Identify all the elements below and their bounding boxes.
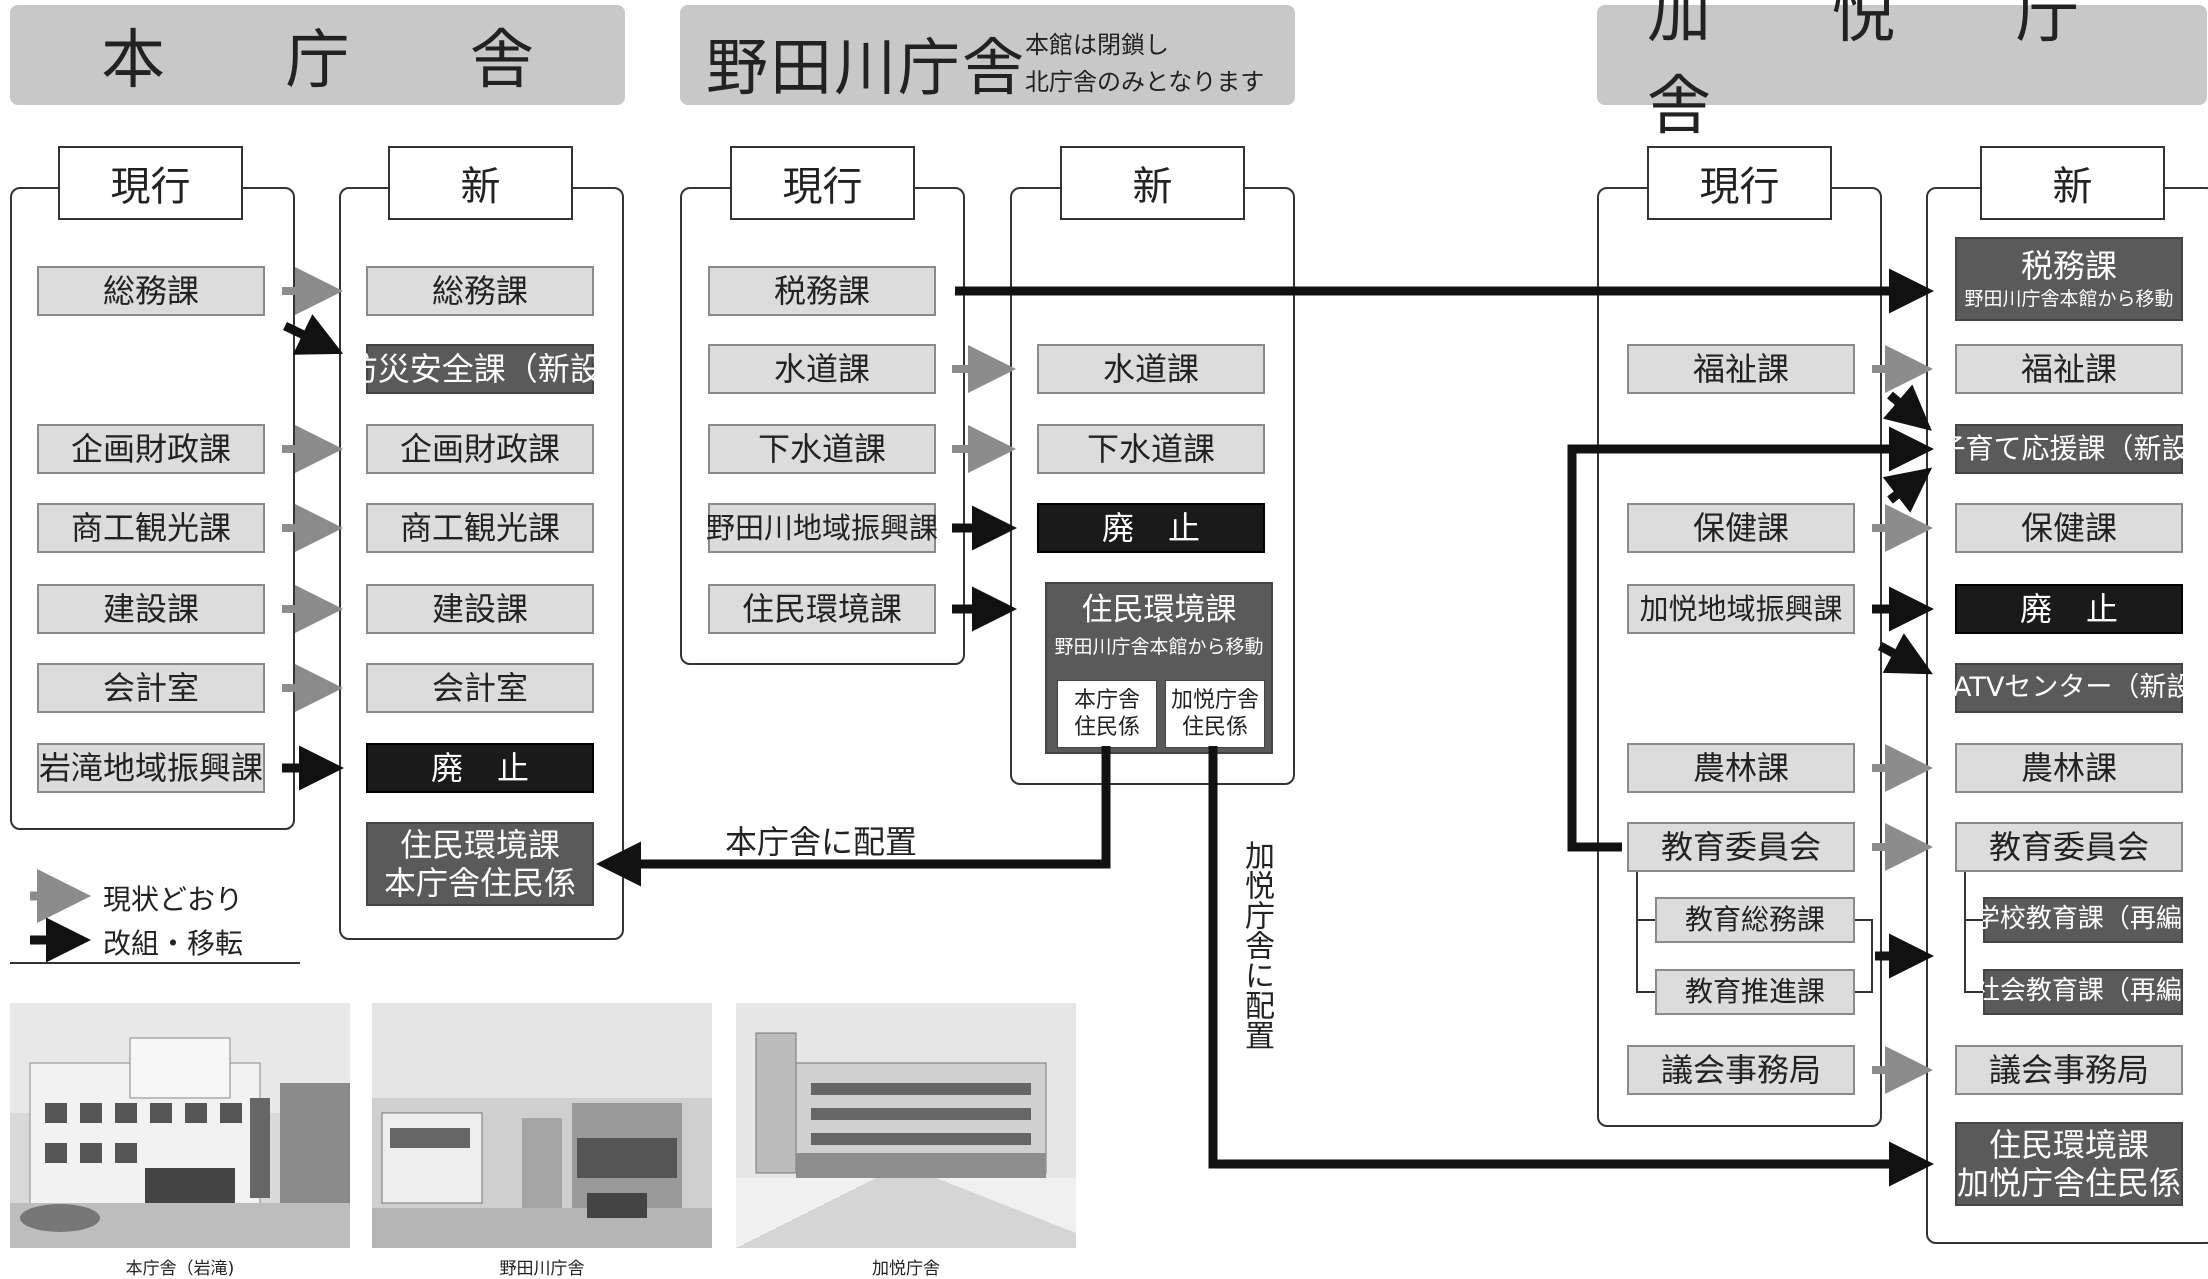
header-nodagawa-title: 野田川庁舎	[706, 31, 1027, 104]
kaya-new-norin: 農林課	[1955, 743, 2183, 793]
honchosha-new-kaikei: 会計室	[366, 663, 594, 713]
tab-honchosha-new: 新	[388, 146, 573, 220]
nodagawa-current-shinko: 野田川地域振興課	[706, 503, 938, 553]
arrow-jumin-kaya	[1208, 746, 1934, 1187]
nodagawa-new-jumin-kaya: 加悦庁舎 住民係	[1165, 680, 1265, 748]
kaya-new-kosodate: 子育て応援課（新設)	[1938, 424, 2200, 474]
kaya-new-gikai: 議会事務局	[1955, 1045, 2183, 1095]
honchosha-current-shoko: 商工観光課	[37, 503, 265, 553]
honchosha-current-kaikei: 会計室	[37, 663, 265, 713]
kaya-current-kyoiku-suishin: 教育推進課	[1655, 969, 1855, 1015]
kaya-current-kyoiku: 教育委員会	[1627, 822, 1855, 872]
kaya-new-zeimu: 税務課 野田川庁舎本館から移動	[1955, 237, 2183, 321]
honchosha-current-kikaku: 企画財政課	[37, 424, 265, 474]
nodagawa-new-jumin-honcho: 本庁舎 住民係	[1057, 680, 1157, 748]
honchosha-current-iwataki: 岩滝地域振興課	[37, 743, 265, 793]
nodagawa-new-suido: 水道課	[1037, 344, 1265, 394]
kaya-current-shinko: 加悦地域振興課	[1627, 584, 1855, 634]
kaya-current-gikai: 議会事務局	[1627, 1045, 1855, 1095]
kaya-new-haishi: 廃止	[1955, 584, 2183, 634]
kaya-current-kyoiku-somu: 教育総務課	[1655, 897, 1855, 943]
nodagawa-current-zeimu: 税務課	[708, 266, 936, 316]
legend-as-is-label: 現状どおり	[103, 883, 244, 916]
arrow-catv	[1877, 633, 1933, 675]
kaya-new-gakko: 学校教育課（再編)	[1974, 897, 2192, 943]
honchosha-new-haishi: 廃止	[366, 743, 594, 793]
kaya-new-fukushi: 福祉課	[1955, 344, 2183, 394]
kaya-new-hoken: 保健課	[1955, 503, 2183, 553]
arrow-kyoiku-to-kosodate	[1567, 426, 1934, 852]
tab-nodagawa-current: 現行	[730, 146, 915, 220]
honchosha-new-jumin-line1: 住民環境課	[399, 825, 560, 864]
honchosha-new-soumu: 総務課	[366, 266, 594, 316]
kaya-current-hoken: 保健課	[1627, 503, 1855, 553]
label-to-kaya: 加悦庁舎に配置	[1239, 840, 1274, 1050]
nodagawa-current-suido: 水道課	[708, 344, 936, 394]
kaya-new-jumin-line1: 住民環境課	[1988, 1125, 2149, 1164]
label-to-honchosha: 本庁舎に配置	[725, 823, 918, 861]
nodagawa-current-gesuido: 下水道課	[708, 424, 936, 474]
honchosha-current-soumu: 総務課	[37, 266, 265, 316]
kaya-new-jumin-line2: 加悦庁舎住民係	[1957, 1164, 2182, 1202]
nodagawa-new-gesuido: 下水道課	[1037, 424, 1265, 474]
kaya-new-catv: CATVセンター（新設)	[1934, 663, 2204, 713]
honchosha-current-kensetsu: 建設課	[37, 584, 265, 634]
kaya-new-kyoiku: 教育委員会	[1955, 822, 2183, 872]
legend-reorg-label: 改組・移転	[103, 927, 244, 960]
photo-nodagawa	[372, 1003, 712, 1248]
nodagawa-new-jumin-title: 住民環境課	[1081, 592, 1237, 628]
nodagawa-new-haishi: 廃止	[1037, 503, 1265, 553]
honchosha-new-bousai: 防災安全課（新設)	[346, 344, 614, 394]
caption-nodagawa: 野田川庁舎	[499, 1259, 585, 1279]
tab-kaya-current: 現行	[1647, 146, 1832, 220]
kaya-current-norin: 農林課	[1627, 743, 1855, 793]
honchosha-new-jumin: 住民環境課 本庁舎住民係	[366, 822, 594, 906]
header-nodagawa-note-1: 本館は閉鎖し	[1025, 31, 1169, 59]
tab-kaya-new: 新	[1980, 146, 2165, 220]
honchosha-new-kensetsu: 建設課	[366, 584, 594, 634]
kaya-new-zeimu-sub: 野田川庁舎本館から移動	[1964, 287, 2174, 310]
nodagawa-new-jumin-sub: 野田川庁舎本館から移動	[1054, 636, 1264, 658]
arrow-kosodate-2	[1882, 467, 1933, 513]
honchosha-new-jumin-line2: 本庁舎住民係	[383, 864, 576, 902]
kaya-current-fukushi: 福祉課	[1627, 344, 1855, 394]
tab-nodagawa-new: 新	[1060, 146, 1245, 220]
header-nodagawa: 野田川庁舎 本館は閉鎖し 北庁舎のみとなります	[680, 5, 1295, 105]
nodagawa-current-jumin: 住民環境課	[708, 584, 936, 634]
arrow-kosodate-1	[1883, 384, 1932, 431]
kaya-new-jumin: 住民環境課 加悦庁舎住民係	[1955, 1122, 2183, 1206]
kaya-new-zeimu-title: 税務課	[2020, 247, 2117, 286]
header-kaya: 加 悦 庁 舎	[1597, 0, 2207, 144]
kaya-new-shakai: 社会教育課（再編)	[1974, 969, 2192, 1015]
arrow-bousai	[283, 314, 344, 355]
tab-honchosha-current: 現行	[58, 146, 243, 220]
header-nodagawa-note-2: 北庁舎のみとなります	[1025, 68, 1265, 96]
honchosha-new-kikaku: 企画財政課	[366, 424, 594, 474]
caption-honchosha: 本庁舎（岩滝)	[125, 1259, 235, 1279]
header-honchosha: 本 庁 舎	[10, 5, 625, 105]
caption-kaya: 加悦庁舎	[872, 1259, 940, 1279]
photo-honchosha	[10, 1003, 350, 1248]
honchosha-new-shoko: 商工観光課	[366, 503, 594, 553]
nodagawa-new-jumin: 住民環境課 野田川庁舎本館から移動 本庁舎 住民係 加悦庁舎 住民係	[1045, 582, 1273, 754]
arrow-jumin-honcho	[596, 746, 1111, 887]
photo-kaya	[736, 1003, 1076, 1248]
